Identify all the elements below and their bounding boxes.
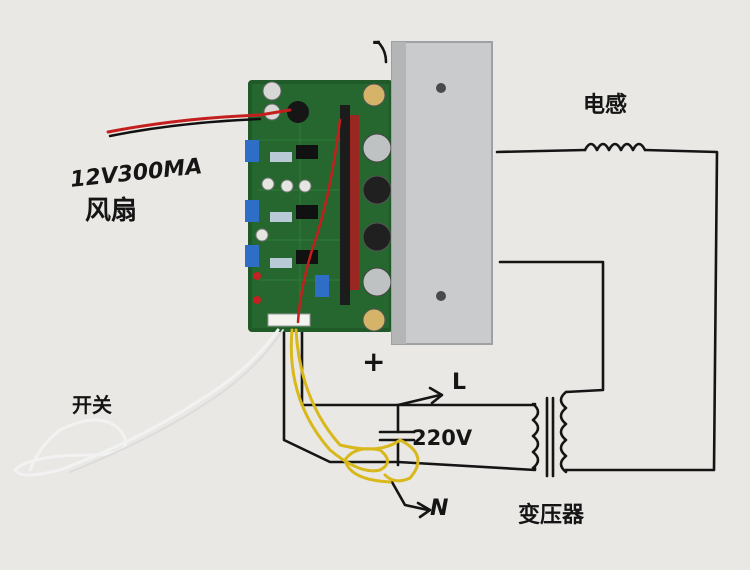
neutral-label: N — [430, 496, 449, 521]
switch-label: 开关 — [72, 393, 112, 417]
fan-label: 风扇 — [85, 196, 138, 226]
switch-wire — [13, 328, 280, 477]
inductor-coil — [583, 142, 647, 152]
wires — [13, 108, 420, 484]
fan-wire — [106, 108, 292, 134]
transformer-primary — [531, 402, 540, 470]
plus-terminal-label: + — [362, 345, 386, 378]
yellow-wire — [289, 328, 392, 484]
line-label: L — [452, 370, 467, 395]
minus-terminal-label: - — [372, 30, 382, 55]
voltage-label: 220V — [412, 426, 473, 450]
heatsink — [391, 41, 493, 345]
red-wire — [296, 118, 342, 324]
transformer-secondary — [559, 390, 568, 474]
transformer-label: 变压器 — [518, 503, 585, 528]
pcb-board — [245, 80, 393, 332]
inductor-label: 电感 — [583, 93, 628, 118]
ink-diagram — [282, 40, 719, 519]
